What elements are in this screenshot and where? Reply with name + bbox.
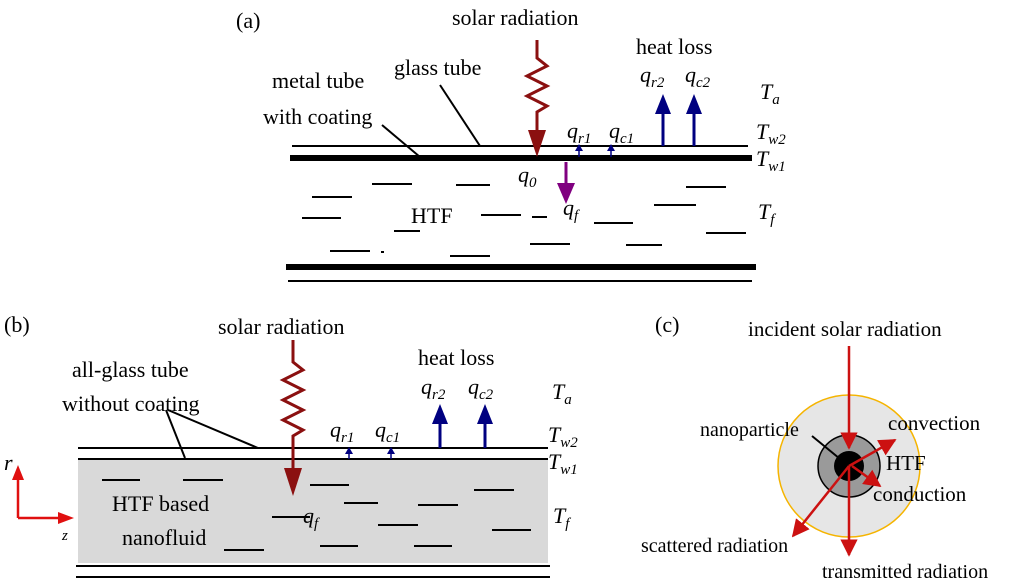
glass-tube-leader: [439, 84, 481, 147]
panel-a-Ta: Ta: [760, 79, 780, 108]
panel-b-tag: (b): [4, 312, 30, 337]
panel-b-without-coating-label: without coating: [62, 391, 199, 416]
panel-b-Tw2: Tw2: [548, 422, 578, 451]
panel-a-tag: (a): [236, 8, 260, 33]
panel-b-solar-arrowhead: [284, 468, 302, 496]
tube-leader-2: [167, 409, 259, 449]
panel-b-qr1: qr1: [330, 417, 354, 446]
convection-arrow: [848, 438, 897, 468]
scattered-radiation-label: scattered radiation: [641, 535, 788, 557]
panel-a-glass-tube-label: glass tube: [394, 55, 481, 80]
panel-a-heat-loss-label: heat loss: [636, 34, 712, 59]
metal-tube-leader: [381, 124, 421, 158]
panel-a-qc1: qc1: [609, 118, 634, 147]
panel-a-Tw1: Tw1: [756, 146, 786, 175]
panel-a-solar-radiation-label: solar radiation: [452, 5, 578, 30]
panel-a-qr1: qr1: [567, 118, 591, 147]
htf-flow-lines: [302, 183, 746, 257]
htf-label: HTF: [886, 451, 926, 475]
panel-b-qf: qf: [303, 503, 320, 532]
panel-b: (b) solar radiation heat loss all-glass …: [4, 312, 578, 578]
panel-b-qc1: qc1: [375, 417, 400, 446]
panel-a-qf-arrowhead: [557, 183, 575, 204]
axis-r-label: r: [4, 450, 13, 475]
nanofluid-region: [78, 460, 548, 563]
panel-a-qr2: qr2: [640, 62, 665, 91]
panel-a-qc2: qc2: [685, 62, 711, 91]
panel-a-htf-label: HTF: [411, 203, 453, 228]
scattered-radiation-arrow: [791, 465, 850, 538]
panel-a-qf: qf: [563, 195, 580, 224]
panel-a-Tf: Tf: [758, 199, 776, 228]
panel-a: (a) solar radiation heat loss metal tube…: [236, 5, 786, 282]
panel-a-q0: q0: [518, 162, 537, 191]
convection-label: convection: [888, 411, 981, 435]
conduction-label: conduction: [873, 482, 967, 506]
nanofluid-flow-lines: [102, 479, 531, 551]
panel-b-heat-loss-label: heat loss: [418, 345, 494, 370]
panel-a-coating-label: with coating: [263, 104, 372, 129]
panel-a-solar-arrowhead: [528, 130, 546, 157]
panel-b-Tf: Tf: [553, 503, 571, 532]
panel-a-solar-arrow-shaft: [523, 40, 551, 130]
panel-b-Tw1: Tw1: [548, 449, 578, 478]
panel-b-fluid-label-1: HTF based: [112, 491, 209, 516]
panel-a-metal-tube-label: metal tube: [272, 68, 364, 93]
transmitted-radiation-label: transmitted radiation: [822, 561, 988, 583]
panel-c: (c) incident solar radiation nanoparticl…: [641, 312, 988, 583]
panel-b-tube-label: all-glass tube: [72, 357, 189, 382]
panel-b-Ta: Ta: [552, 379, 572, 408]
tube-leader-1: [165, 409, 186, 459]
axis-z-label: z: [61, 528, 68, 544]
panel-b-fluid-label-2: nanofluid: [122, 525, 206, 550]
nanoparticle-leader: [811, 435, 846, 464]
panel-a-Tw2: Tw2: [756, 119, 786, 148]
panel-c-tag: (c): [655, 312, 679, 337]
nanoparticle-label: nanoparticle: [700, 419, 799, 441]
panel-b-qc2: qc2: [468, 374, 494, 403]
incident-radiation-label: incident solar radiation: [748, 317, 942, 341]
panel-b-solar-radiation-label: solar radiation: [218, 314, 344, 339]
conduction-arrow: [851, 464, 882, 488]
panel-b-qr2: qr2: [421, 374, 446, 403]
panel-b-solar-arrow-shaft: [279, 340, 307, 468]
